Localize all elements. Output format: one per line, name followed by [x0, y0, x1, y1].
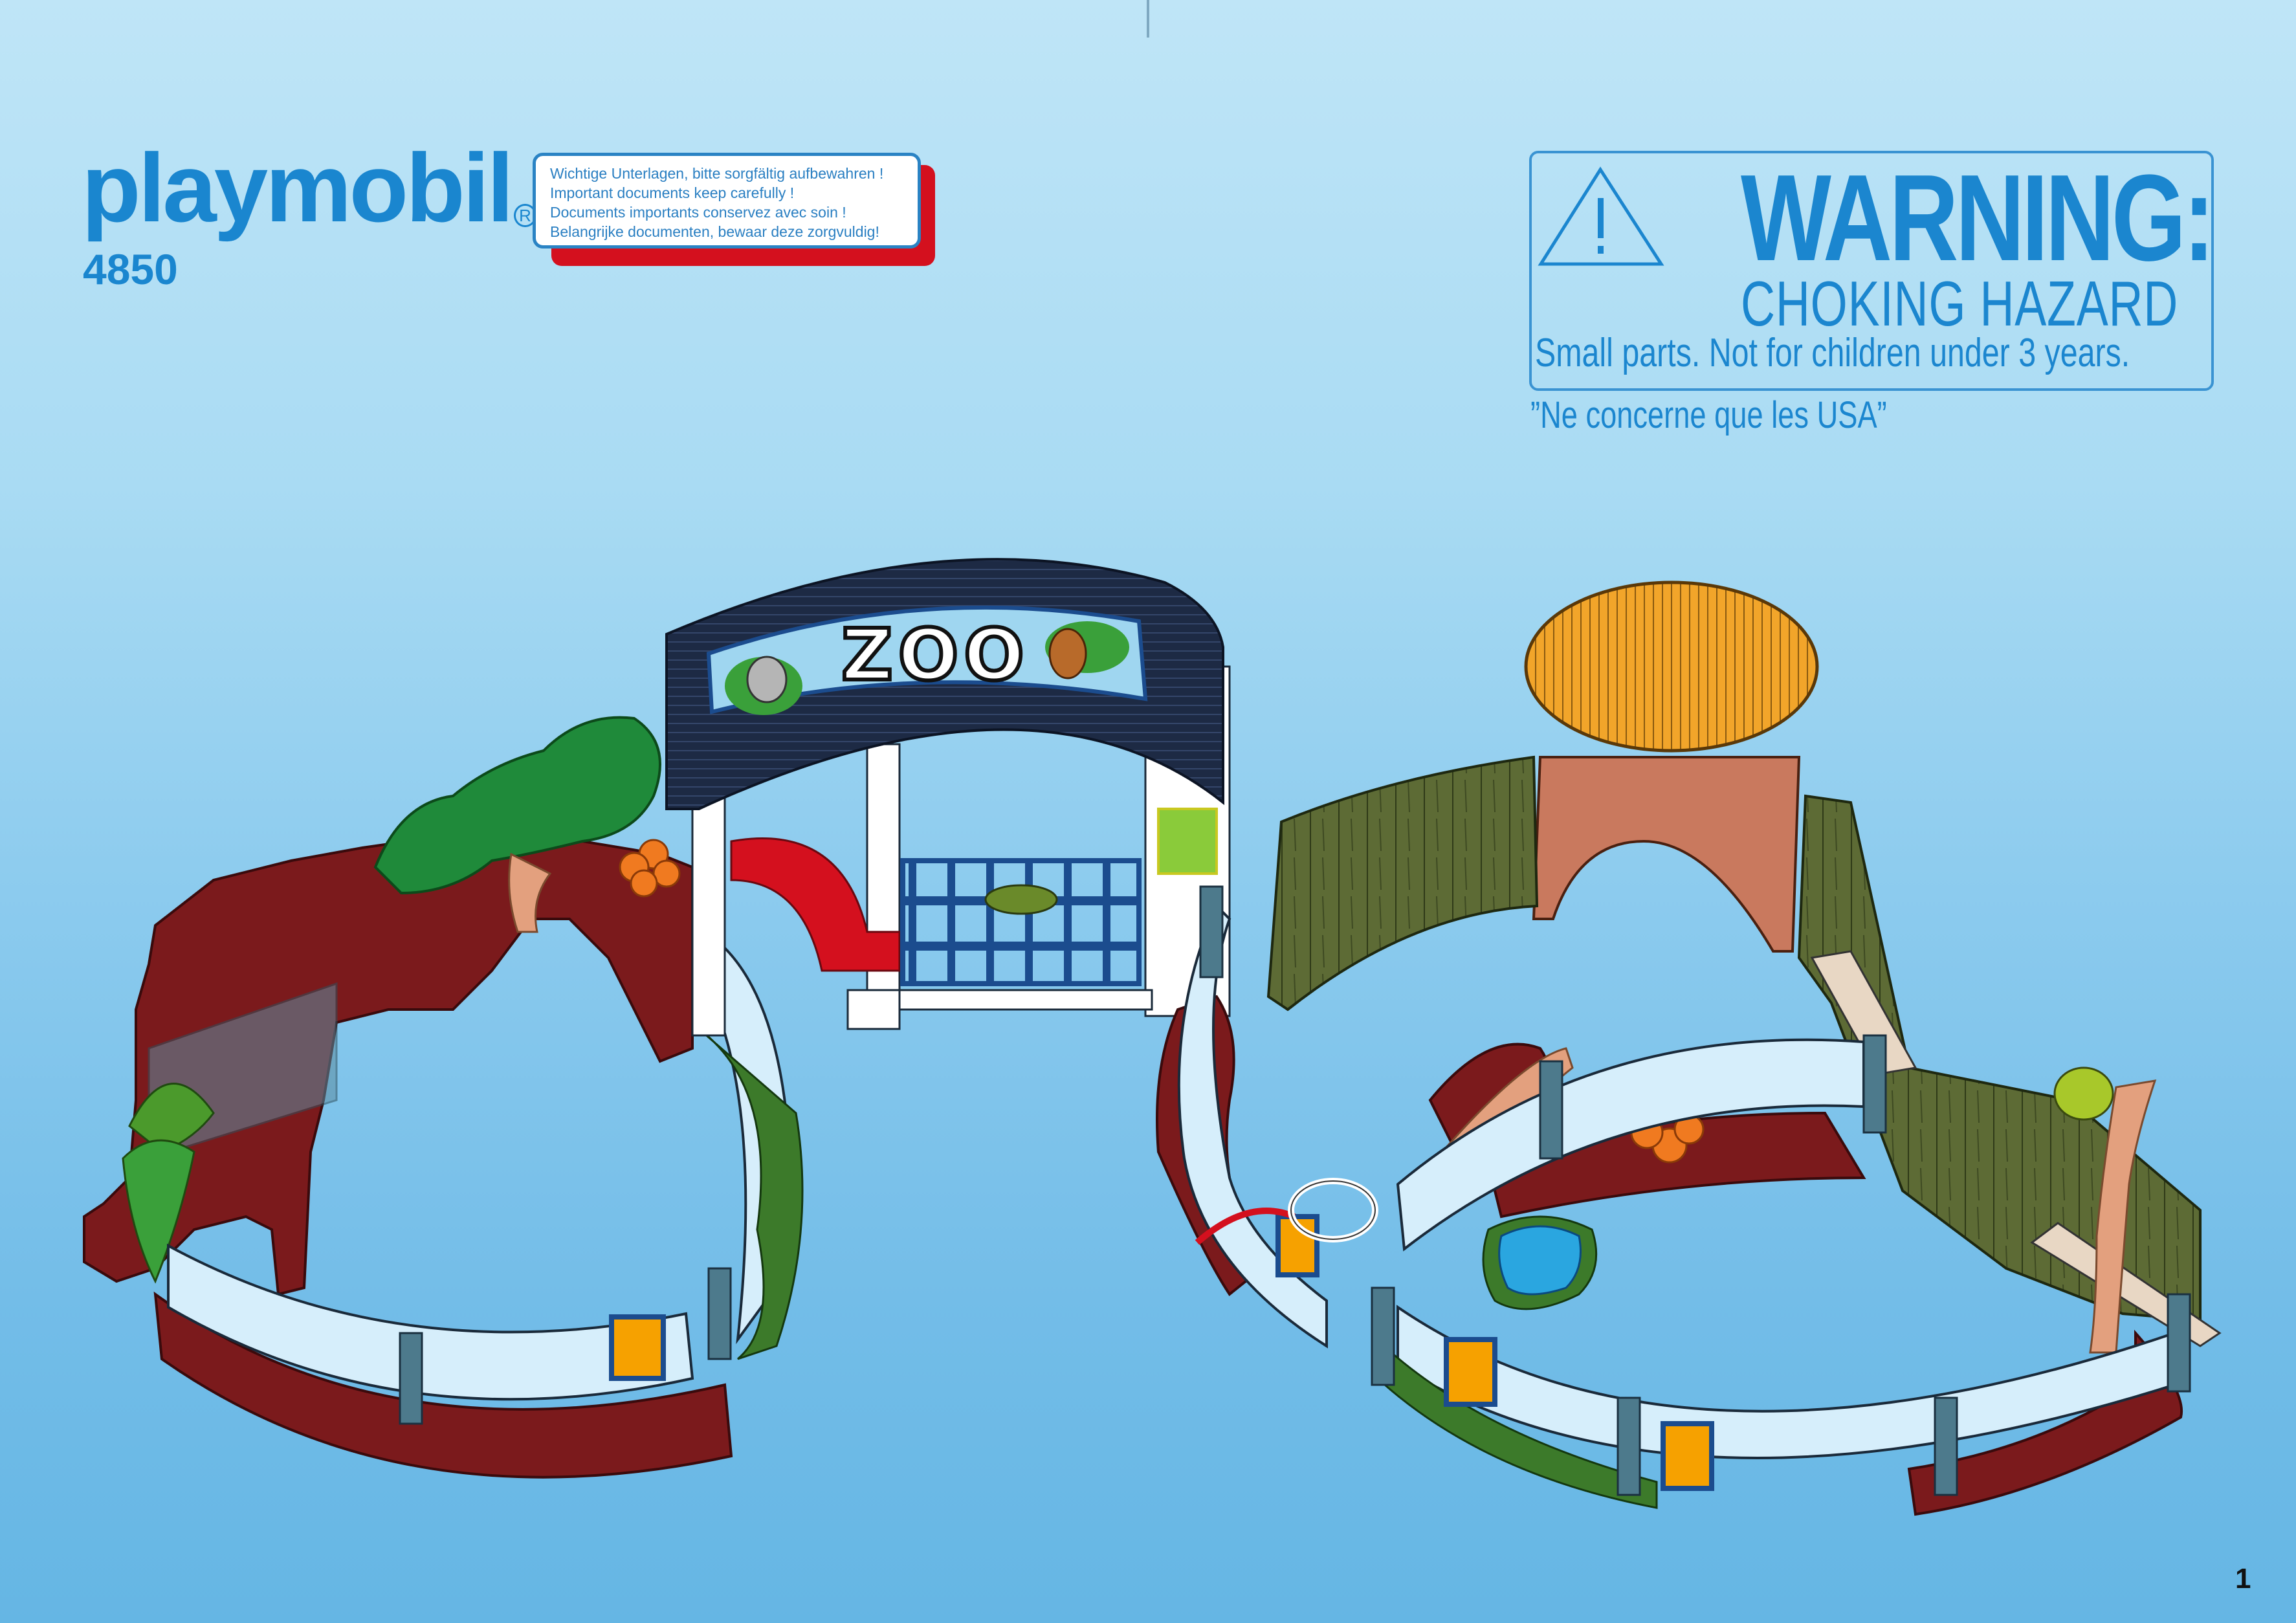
info-sign-lion	[609, 1314, 666, 1381]
zoo-banner	[706, 605, 1148, 714]
note-line-nl: Belangrijke documenten, bewaar deze zorg…	[550, 223, 879, 240]
orangutan-icon	[1048, 628, 1087, 679]
info-sign-elephant	[1275, 1214, 1319, 1277]
warning-detail: Small parts. Not for children under 3 ye…	[1535, 331, 2130, 375]
keep-documents-note: Wichtige Unterlagen, bitte sorgfältig au…	[533, 153, 921, 248]
zoo-map-sign	[1157, 808, 1218, 875]
fence-right	[1177, 885, 2191, 1509]
logo-text: playmobil	[82, 133, 514, 242]
warning-usa-note: ”Ne concerne que les USA”	[1530, 394, 1887, 436]
zoo-sign-text: ZOO	[841, 613, 1030, 696]
koala-icon	[746, 656, 788, 703]
fern-left	[122, 1083, 215, 1284]
gate-doors	[900, 858, 1142, 986]
info-sign-zebra	[1444, 1337, 1497, 1407]
crop-mark	[1147, 0, 1149, 38]
registered-mark-icon: R	[514, 204, 536, 227]
note-line-fr: Documents importants conservez avec soin…	[550, 204, 846, 221]
warning-title: WARNING:	[1741, 149, 2215, 287]
fence-left	[167, 929, 804, 1425]
item-number: 4850	[83, 245, 178, 293]
water-hose	[1195, 1208, 1296, 1245]
warning-triangle-icon	[1538, 166, 1664, 266]
note-line-en: Important documents keep carefully !	[550, 184, 795, 201]
red-arch-bridge	[730, 837, 901, 972]
info-sign-giraffe	[1661, 1421, 1714, 1491]
warning-subtitle: CHOKING HAZARD	[1741, 268, 2179, 339]
pond	[1482, 1215, 1598, 1310]
page-number: 1	[2235, 1563, 2251, 1595]
hay-basket	[2053, 1066, 2114, 1121]
wooden-palisade	[1266, 755, 2222, 1354]
note-line-de: Wichtige Unterlagen, bitte sorgfältig au…	[550, 165, 884, 182]
tree-left	[373, 716, 681, 933]
warning-box	[1529, 151, 2214, 391]
thatched-hut	[1524, 580, 1819, 953]
zoo-entrance: ZOO	[665, 558, 1231, 1037]
